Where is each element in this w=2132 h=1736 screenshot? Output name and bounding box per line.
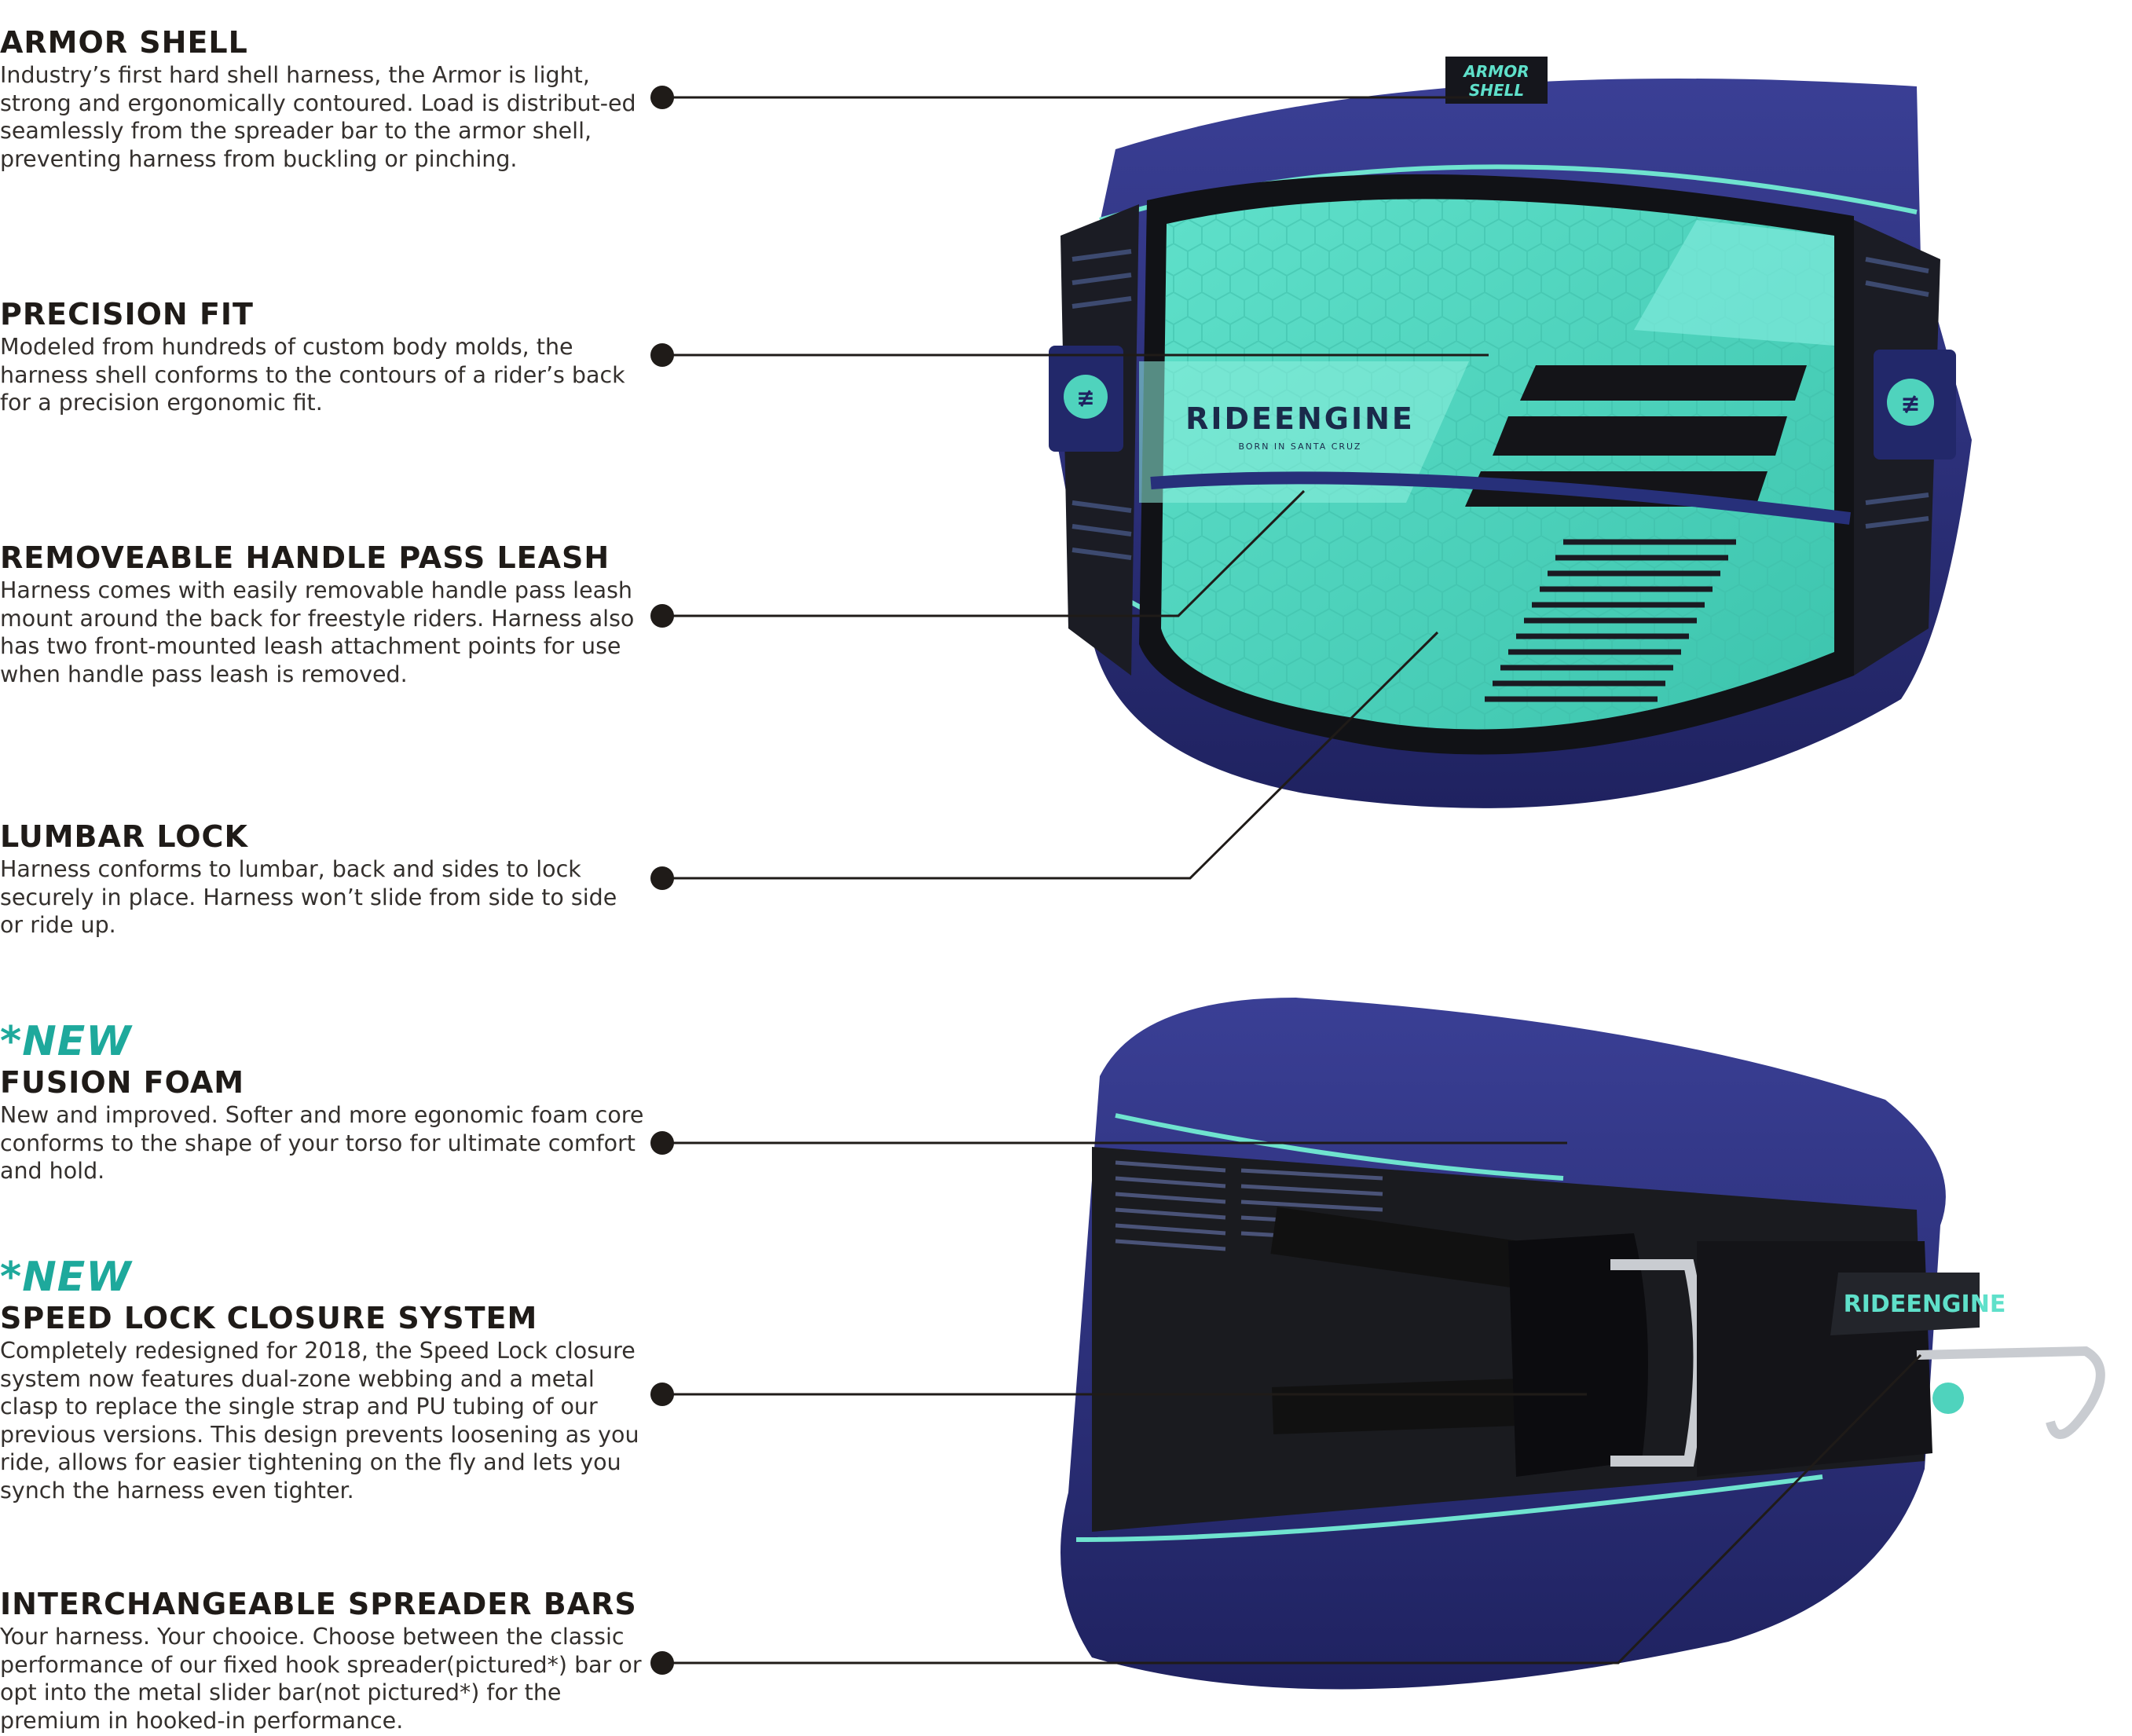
speed-lock-clasp bbox=[1508, 1233, 1648, 1477]
harness-back-view: ≢ ≢ RIDEENGINE BORN IN SANTA CRUZ bbox=[1049, 57, 1972, 808]
brand-icon bbox=[1932, 1383, 1964, 1414]
brand-logo-text: RIDEENGINE bbox=[1185, 401, 1415, 436]
feature-title: FUSION FOAM bbox=[0, 1065, 245, 1100]
feature-description: Modeled from hundreds of custom body mol… bbox=[0, 334, 625, 416]
feature-removeable-handle-pass-leash: REMOVEABLE HANDLE PASS LEASH Harness com… bbox=[0, 540, 644, 688]
feature-armor-shell: ARMOR SHELL Industry’s first hard shell … bbox=[0, 25, 644, 173]
feature-speed-lock-closure-system: *NEW SPEED LOCK CLOSURE SYSTEM Completel… bbox=[0, 1255, 644, 1504]
handle-pass-leash bbox=[1150, 471, 1852, 525]
feature-description: Harness conforms to lumbar, back and sid… bbox=[0, 856, 617, 938]
spreader-brand-text: RIDEENGINE bbox=[1844, 1291, 2006, 1318]
feature-description: Completely redesigned for 2018, the Spee… bbox=[0, 1338, 639, 1503]
feature-interchangeable-spreader-bars: INTERCHANGEABLE SPREADER BARS Your harne… bbox=[0, 1587, 644, 1734]
feature-title: REMOVEABLE HANDLE PASS LEASH bbox=[0, 540, 610, 575]
feature-title: SPEED LOCK CLOSURE SYSTEM bbox=[0, 1301, 538, 1335]
feature-description: Industry’s first hard shell harness, the… bbox=[0, 62, 636, 172]
spreader-hook bbox=[1916, 1346, 2105, 1439]
svg-text:≢: ≢ bbox=[1076, 385, 1094, 411]
feature-precision-fit: PRECISION FIT Modeled from hundreds of c… bbox=[0, 297, 644, 417]
brand-icon bbox=[1887, 379, 1934, 426]
svg-text:≢: ≢ bbox=[1900, 390, 1920, 418]
feature-description: New and improved. Softer and more egonom… bbox=[0, 1102, 644, 1184]
new-tag: *NEW bbox=[0, 1018, 132, 1065]
feature-title: LUMBAR LOCK bbox=[0, 819, 248, 854]
armor-shell-badge bbox=[1445, 57, 1548, 104]
brand-tagline: BORN IN SANTA CRUZ bbox=[1239, 441, 1362, 452]
badge-line-1: ARMOR bbox=[1462, 62, 1529, 81]
callout-dots bbox=[650, 86, 674, 1675]
feature-title: INTERCHANGEABLE SPREADER BARS bbox=[0, 1587, 637, 1621]
harness-front-view: RIDEENGINE bbox=[1061, 998, 2105, 1690]
feature-title: PRECISION FIT bbox=[0, 297, 254, 331]
feature-description: Harness comes with easily removable hand… bbox=[0, 577, 635, 687]
feature-title: ARMOR SHELL bbox=[0, 25, 248, 60]
callout-lines bbox=[662, 96, 1922, 1665]
feature-lumbar-lock: LUMBAR LOCK Harness conforms to lumbar, … bbox=[0, 819, 644, 939]
brand-icon bbox=[1064, 375, 1108, 419]
feature-fusion-foam: *NEW FUSION FOAM New and improved. Softe… bbox=[0, 1020, 644, 1185]
feature-description: Your harness. Your chooice. Choose betwe… bbox=[0, 1624, 642, 1734]
new-tag: *NEW bbox=[0, 1254, 132, 1301]
